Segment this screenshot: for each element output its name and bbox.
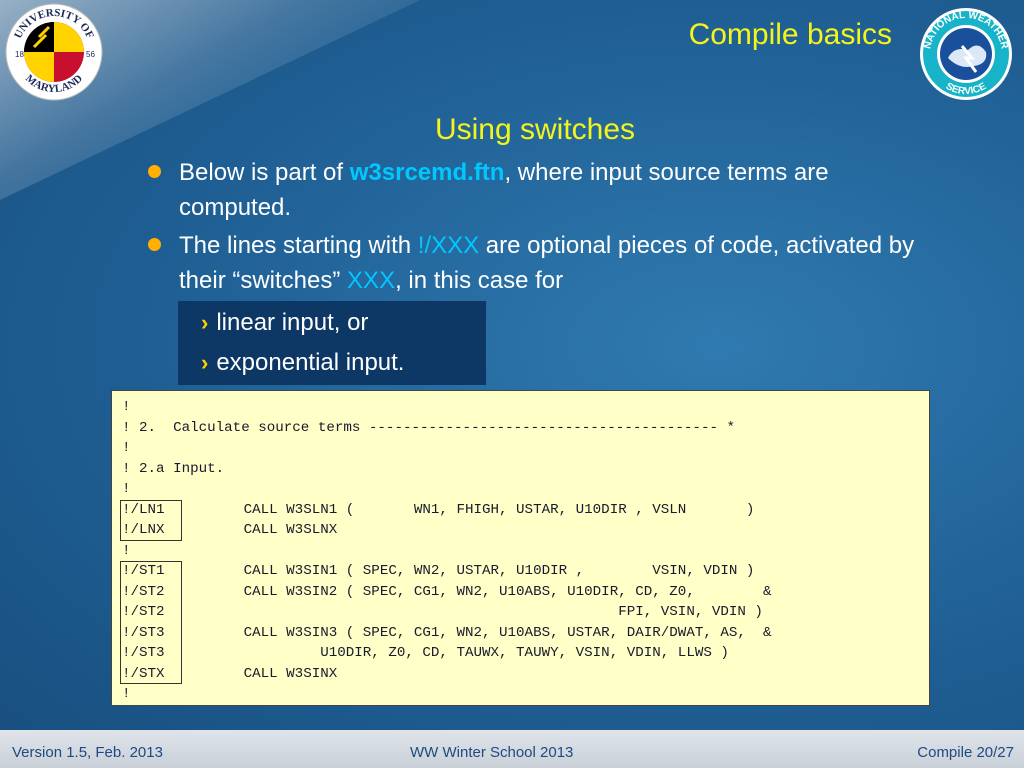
code-text: ! [122, 440, 131, 456]
code-text: CALL W3SLN1 ( WN1, FHIGH, USTAR, U10DIR … [184, 501, 755, 518]
code-text: ! [122, 542, 131, 559]
svg-text:56: 56 [86, 50, 95, 59]
switch-group-outline [120, 499, 182, 541]
code-text: U10DIR, Z0, CD, TAUWX, TAUWY, VSIN, VDIN… [184, 645, 729, 661]
svg-text:SERVICE: SERVICE [944, 81, 989, 97]
sub-item: › exponential input. [201, 349, 404, 377]
code-line: ! [122, 541, 929, 562]
code-line: ! [122, 479, 929, 500]
code-line: !/ST2 FPI, VSIN, VDIN ) [122, 602, 929, 623]
code-line: !/ST1 CALL W3SIN1 ( SPEC, WN2, USTAR, U1… [122, 561, 929, 582]
chevron-right-icon: › [201, 310, 209, 335]
code-line: !/LN1 CALL W3SLN1 ( WN1, FHIGH, USTAR, U… [122, 500, 929, 521]
bullet-list: Below is part of w3srcemd.ftn, where inp… [148, 155, 928, 301]
chevron-right-icon: › [201, 350, 209, 375]
footer-version: Version 1.5, Feb. 2013 [12, 744, 163, 761]
code-text: ! 2.a Input. [122, 460, 225, 477]
code-line: !/ST3 CALL W3SIN3 ( SPEC, CG1, WN2, U10A… [122, 623, 929, 644]
svg-text:18: 18 [15, 50, 24, 59]
sub-list-box: › linear input, or › exponential input. [178, 301, 486, 385]
slide-title: Compile basics [688, 18, 892, 51]
switch-group-outline [120, 561, 182, 684]
bullet-text: are optional pieces of code, activated b… [179, 232, 915, 294]
bullet-text: Below is part of [179, 159, 350, 186]
code-line: !/ST2 CALL W3SIN2 ( SPEC, CG1, WN2, U10A… [122, 582, 929, 603]
sub-item: › linear input, or [201, 309, 368, 337]
switch-tag: !/ST1 [122, 563, 165, 579]
code-text: CALL W3SIN3 ( SPEC, CG1, WN2, U10ABS, US… [184, 624, 772, 641]
footer-page-number: Compile 20/27 [917, 744, 1014, 761]
footer-event: WW Winter School 2013 [410, 744, 574, 761]
slide-subtitle: Using switches [434, 113, 636, 146]
switch-name: XXX [347, 267, 396, 294]
switch-tag: !/ST2 [122, 583, 165, 600]
bullet-dot-icon [148, 165, 161, 178]
code-line: ! [122, 684, 929, 705]
switch-tag: !/LN1 [122, 501, 165, 518]
switch-tag: !/ST3 [122, 624, 165, 641]
code-line: !/STX CALL W3SINX [122, 664, 929, 685]
bullet-item: The lines starting with !/XXX are option… [148, 228, 928, 298]
code-text: CALL W3SINX [184, 665, 338, 682]
code-line: ! [122, 397, 929, 418]
switch-tag: !/ST2 [122, 604, 165, 620]
code-line: !/ST3 U10DIR, Z0, CD, TAUWX, TAUWY, VSIN… [122, 643, 929, 664]
switch-tag: !/ST3 [122, 645, 165, 661]
switch-prefix: !/XXX [417, 232, 480, 259]
code-line: !/LNX CALL W3SLNX [122, 520, 929, 541]
bullet-text: The lines starting with [179, 232, 418, 259]
code-text: CALL W3SIN1 ( SPEC, WN2, USTAR, U10DIR ,… [184, 563, 755, 579]
code-line: ! 2.a Input. [122, 459, 929, 480]
code-text: ! 2. Calculate source terms ------------… [122, 419, 735, 436]
university-seal-icon: UNIVERSITY OF MARYLAND 18 56 [5, 3, 103, 101]
code-text: CALL W3SIN2 ( SPEC, CG1, WN2, U10ABS, U1… [184, 583, 772, 600]
slide-footer: Version 1.5, Feb. 2013 WW Winter School … [0, 730, 1024, 768]
bullet-dot-icon [148, 238, 161, 251]
national-weather-service-icon: NATIONAL WEATHER SERVICE [920, 8, 1012, 100]
sub-item-text: exponential input. [216, 349, 405, 376]
code-text: CALL W3SLNX [184, 522, 338, 538]
sub-item-text: linear input, or [216, 309, 369, 336]
code-text: ! [122, 481, 131, 497]
code-block: ! ! 2. Calculate source terms -----------… [111, 390, 930, 706]
bullet-text: , where input source terms are computed. [179, 159, 829, 221]
switch-tag: !/STX [122, 665, 165, 682]
code-line: ! [122, 438, 929, 459]
code-text: FPI, VSIN, VDIN ) [184, 604, 763, 620]
code-text: ! [122, 686, 131, 702]
code-line: ! 2. Calculate source terms ------------… [122, 418, 929, 439]
bullet-text: , in this case for [395, 267, 564, 294]
file-name: w3srcemd.ftn [349, 159, 505, 186]
switch-tag: !/LNX [122, 522, 165, 538]
code-text: ! [122, 399, 131, 415]
bullet-item: Below is part of w3srcemd.ftn, where inp… [148, 155, 928, 225]
